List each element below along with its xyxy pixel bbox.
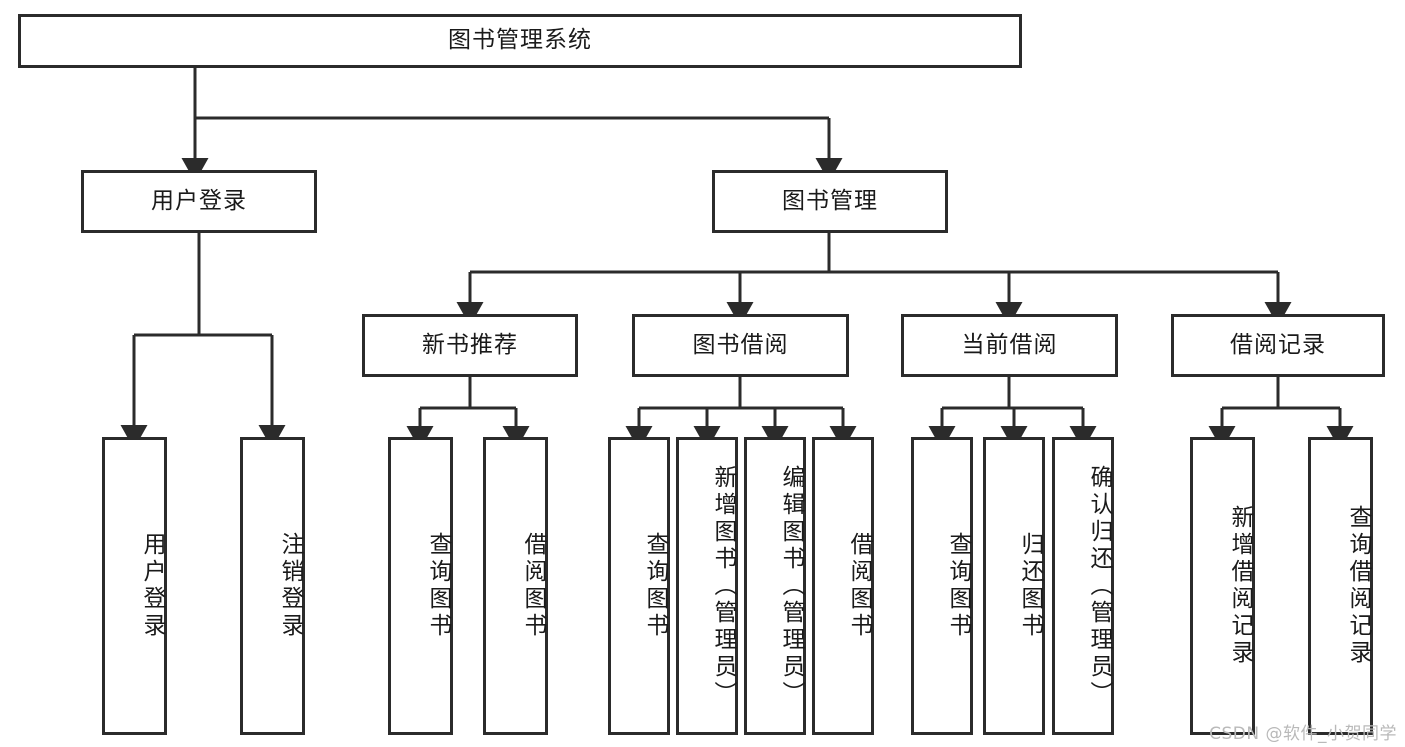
node-leaf-query-borrow-record-label: 查询借阅记录: [1345, 505, 1371, 667]
node-leaf-confirm-return-admin[interactable]: 确认归还（管理员）: [1052, 437, 1114, 735]
node-leaf-query-borrow-record[interactable]: 查询借阅记录: [1308, 437, 1373, 735]
node-book-borrow-label: 图书借阅: [692, 331, 789, 358]
node-leaf-query-book-borrow-label: 查询图书: [642, 532, 668, 640]
node-leaf-return-book[interactable]: 归还图书: [983, 437, 1045, 735]
node-book-management[interactable]: 图书管理: [712, 170, 948, 233]
node-leaf-add-borrow-record[interactable]: 新增借阅记录: [1190, 437, 1255, 735]
node-leaf-borrow-book-new-label: 借阅图书: [520, 532, 546, 640]
node-leaf-return-book-label: 归还图书: [1017, 532, 1043, 640]
node-borrow-record[interactable]: 借阅记录: [1171, 314, 1385, 377]
node-new-book-recommend-label: 新书推荐: [422, 331, 518, 358]
node-book-borrow[interactable]: 图书借阅: [632, 314, 849, 377]
node-leaf-query-book-current-label: 查询图书: [945, 532, 971, 640]
node-leaf-borrow-book[interactable]: 借阅图书: [812, 437, 874, 735]
node-leaf-user-logout[interactable]: 注销登录: [240, 437, 305, 735]
node-leaf-add-book-admin[interactable]: 新增图书（管理员）: [676, 437, 738, 735]
node-leaf-query-book-new[interactable]: 查询图书: [388, 437, 453, 735]
node-new-book-recommend[interactable]: 新书推荐: [362, 314, 578, 377]
node-leaf-query-book-new-label: 查询图书: [425, 532, 451, 640]
node-book-management-label: 图书管理: [782, 187, 878, 214]
node-leaf-query-book-borrow[interactable]: 查询图书: [608, 437, 670, 735]
node-current-borrow-label: 当前借阅: [961, 331, 1058, 358]
node-leaf-edit-book-admin[interactable]: 编辑图书（管理员）: [744, 437, 806, 735]
node-user-login-label: 用户登录: [151, 187, 247, 214]
node-root[interactable]: 图书管理系统: [18, 14, 1022, 68]
node-leaf-user-logout-label: 注销登录: [277, 532, 303, 640]
node-current-borrow[interactable]: 当前借阅: [901, 314, 1118, 377]
node-leaf-borrow-book-new[interactable]: 借阅图书: [483, 437, 548, 735]
node-leaf-confirm-return-admin-label: 确认归还（管理员）: [1086, 464, 1112, 708]
node-leaf-edit-book-admin-label: 编辑图书（管理员）: [778, 464, 804, 708]
node-leaf-add-book-admin-label: 新增图书（管理员）: [710, 464, 736, 708]
node-leaf-borrow-book-label: 借阅图书: [846, 532, 872, 640]
node-leaf-user-login-label: 用户登录: [139, 532, 165, 640]
node-leaf-user-login[interactable]: 用户登录: [102, 437, 167, 735]
csdn-watermark: CSDN @软件_小贺同学: [1209, 724, 1397, 744]
node-borrow-record-label: 借阅记录: [1230, 331, 1326, 358]
node-leaf-add-borrow-record-label: 新增借阅记录: [1227, 505, 1253, 667]
node-user-login[interactable]: 用户登录: [81, 170, 317, 233]
node-leaf-query-book-current[interactable]: 查询图书: [911, 437, 973, 735]
node-root-label: 图书管理系统: [448, 27, 592, 54]
